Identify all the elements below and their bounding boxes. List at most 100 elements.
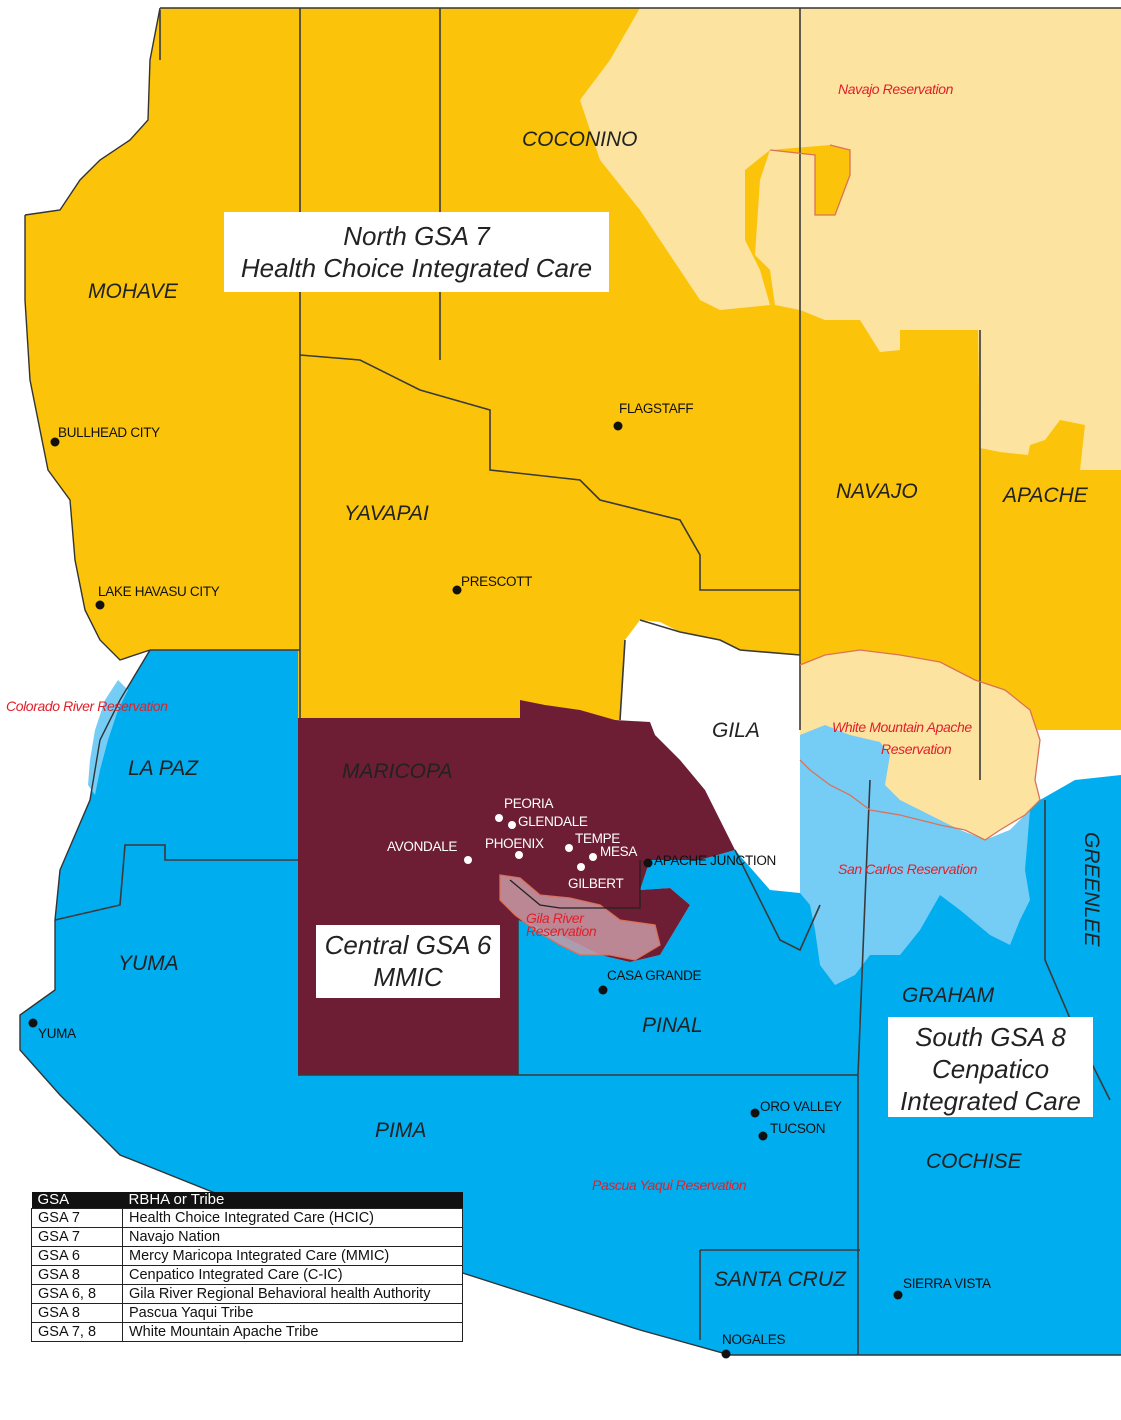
legend-header-gsa: GSA xyxy=(31,1192,123,1209)
city-dot-avondale xyxy=(464,856,472,864)
south-gsa-title: South GSA 8 xyxy=(915,1022,1066,1052)
legend-entity-cell: Gila River Regional Behavioral health Au… xyxy=(122,1284,463,1304)
county-label-apache: APACHE xyxy=(1001,484,1089,507)
city-label-bullhead-city: BULLHEAD CITY xyxy=(58,425,160,440)
city-dot-nogales xyxy=(721,1349,731,1359)
central-gsa-subtitle: MMIC xyxy=(373,962,443,992)
county-label-graham: GRAHAM xyxy=(902,984,995,1007)
north-gsa-label: North GSA 7 Health Choice Integrated Car… xyxy=(224,212,609,292)
county-label-mohave: MOHAVE xyxy=(88,280,179,303)
legend-gsa-cell: GSA 7 xyxy=(31,1208,123,1228)
city-label-tucson: TUCSON xyxy=(770,1121,825,1136)
county-label-santa-cruz: SANTA CRUZ xyxy=(714,1268,847,1291)
city-dot-peoria xyxy=(495,814,503,822)
city-dot-gilbert xyxy=(577,863,585,871)
maricopa-pinal-line xyxy=(509,860,641,909)
city-label-avondale: AVONDALE xyxy=(387,839,457,854)
city-dot-yuma xyxy=(28,1018,38,1028)
city-dot-prescott xyxy=(452,585,462,595)
city-dot-flagstaff xyxy=(613,421,623,431)
legend-entity-cell: Pascua Yaqui Tribe xyxy=(122,1303,463,1323)
city-label-sierra-vista: SIERRA VISTA xyxy=(903,1276,991,1291)
county-boundaries xyxy=(54,8,1111,1355)
city-label-lake-havasu-city: LAKE HAVASU CITY xyxy=(98,584,220,599)
legend-entity-cell: White Mountain Apache Tribe xyxy=(122,1322,463,1342)
city-dot-apache-junction xyxy=(643,858,653,868)
city-dot-phoenix xyxy=(515,851,523,859)
legend-entity-cell: Navajo Nation xyxy=(122,1227,463,1247)
city-dot-mesa xyxy=(589,853,597,861)
county-label-yuma: YUMA xyxy=(118,952,179,975)
city-dot-bullhead-city xyxy=(50,437,60,447)
south-gsa-label: South GSA 8 Cenpatico Integrated Care xyxy=(888,1017,1093,1117)
city-label-prescott: PRESCOTT xyxy=(461,574,532,589)
reservation-label-colorado-river: Colorado River Reservation xyxy=(6,698,168,714)
reservation-label-white-mountain: White Mountain Apache xyxy=(832,719,972,735)
city-label-nogales: NOGALES xyxy=(722,1332,785,1347)
legend-gsa-cell: GSA 8 xyxy=(31,1265,123,1285)
city-dot-lake-havasu-city xyxy=(95,600,105,610)
city-label-tempe: TEMPE xyxy=(575,831,620,846)
legend-entity-cell: Cenpatico Integrated Care (C-IC) xyxy=(122,1265,463,1285)
city-label-peoria: PEORIA xyxy=(504,796,554,811)
north-gsa-subtitle: Health Choice Integrated Care xyxy=(240,253,593,283)
legend-entity-cell: Mercy Maricopa Integrated Care (MMIC) xyxy=(122,1246,463,1266)
city-dot-casa-grande xyxy=(598,985,608,995)
county-label-yavapai: YAVAPAI xyxy=(344,502,429,525)
legend-gsa-cell: GSA 6 xyxy=(31,1246,123,1266)
reservation-outlines xyxy=(499,144,1041,961)
city-label-casa-grande: CASA GRANDE xyxy=(607,968,702,983)
county-label-navajo: NAVAJO xyxy=(836,480,918,503)
city-label-gilbert: GILBERT xyxy=(568,876,623,891)
county-label-coconino: COCONINO xyxy=(522,128,638,151)
city-label-oro-valley: ORO VALLEY xyxy=(760,1099,842,1114)
county-label-cochise: COCHISE xyxy=(926,1150,1023,1173)
city-label-flagstaff: FLAGSTAFF xyxy=(619,401,693,416)
reservation-label-san-carlos: San Carlos Reservation xyxy=(838,861,978,877)
city-dot-tempe xyxy=(565,844,573,852)
legend-gsa-cell: GSA 7 xyxy=(31,1227,123,1247)
gila-river-reservation-area xyxy=(500,875,660,960)
central-gsa-title: Central GSA 6 xyxy=(324,930,492,960)
reservation-label-navajo: Navajo Reservation xyxy=(838,81,954,97)
county-label-pinal: PINAL xyxy=(642,1014,703,1037)
legend-gsa-cell: GSA 6, 8 xyxy=(31,1284,123,1304)
reservation-label-pascua-yaqui: Pascua Yaqui Reservation xyxy=(592,1177,747,1193)
city-dot-oro-valley xyxy=(750,1108,760,1118)
county-label-greenlee: GREENLEE xyxy=(1080,832,1103,947)
reservation-label-gila-river: Gila River xyxy=(526,910,585,926)
reservation-label-white-mountain-2: Reservation xyxy=(881,741,952,757)
city-label-glendale: GLENDALE xyxy=(518,814,588,829)
legend-header-row: GSA RBHA or Tribe xyxy=(31,1192,463,1209)
legend-gsa-cell: GSA 8 xyxy=(31,1303,123,1323)
city-label-apache-junction: APACHE JUNCTION xyxy=(654,853,776,868)
county-label-gila: GILA xyxy=(712,719,760,742)
legend-header-entity: RBHA or Tribe xyxy=(122,1192,463,1209)
reservation-label-gila-river-2: Reservation xyxy=(526,923,597,939)
north-gsa-title: North GSA 7 xyxy=(343,221,490,251)
county-label-la-paz: LA PAZ xyxy=(128,757,199,780)
county-label-pima: PIMA xyxy=(375,1119,426,1142)
legend-gsa-cell: GSA 7, 8 xyxy=(31,1322,123,1342)
navajo-reservation-area xyxy=(580,8,1121,470)
san-carlos-reservation-area xyxy=(800,725,1030,985)
city-markers: BULLHEAD CITY FLAGSTAFF PRESCOTT LAKE HA… xyxy=(28,401,991,1359)
city-dot-sierra-vista xyxy=(893,1290,903,1300)
state-outline xyxy=(19,7,1121,1356)
legend-entity-cell: Health Choice Integrated Care (HCIC) xyxy=(122,1208,463,1228)
city-dot-tucson xyxy=(758,1131,768,1141)
colorado-river-reservation-area xyxy=(88,680,128,795)
county-label-maricopa: MARICOPA xyxy=(342,760,452,783)
central-gsa-label: Central GSA 6 MMIC xyxy=(316,925,500,998)
city-label-mesa: MESA xyxy=(600,844,637,859)
city-label-yuma: YUMA xyxy=(38,1026,76,1041)
